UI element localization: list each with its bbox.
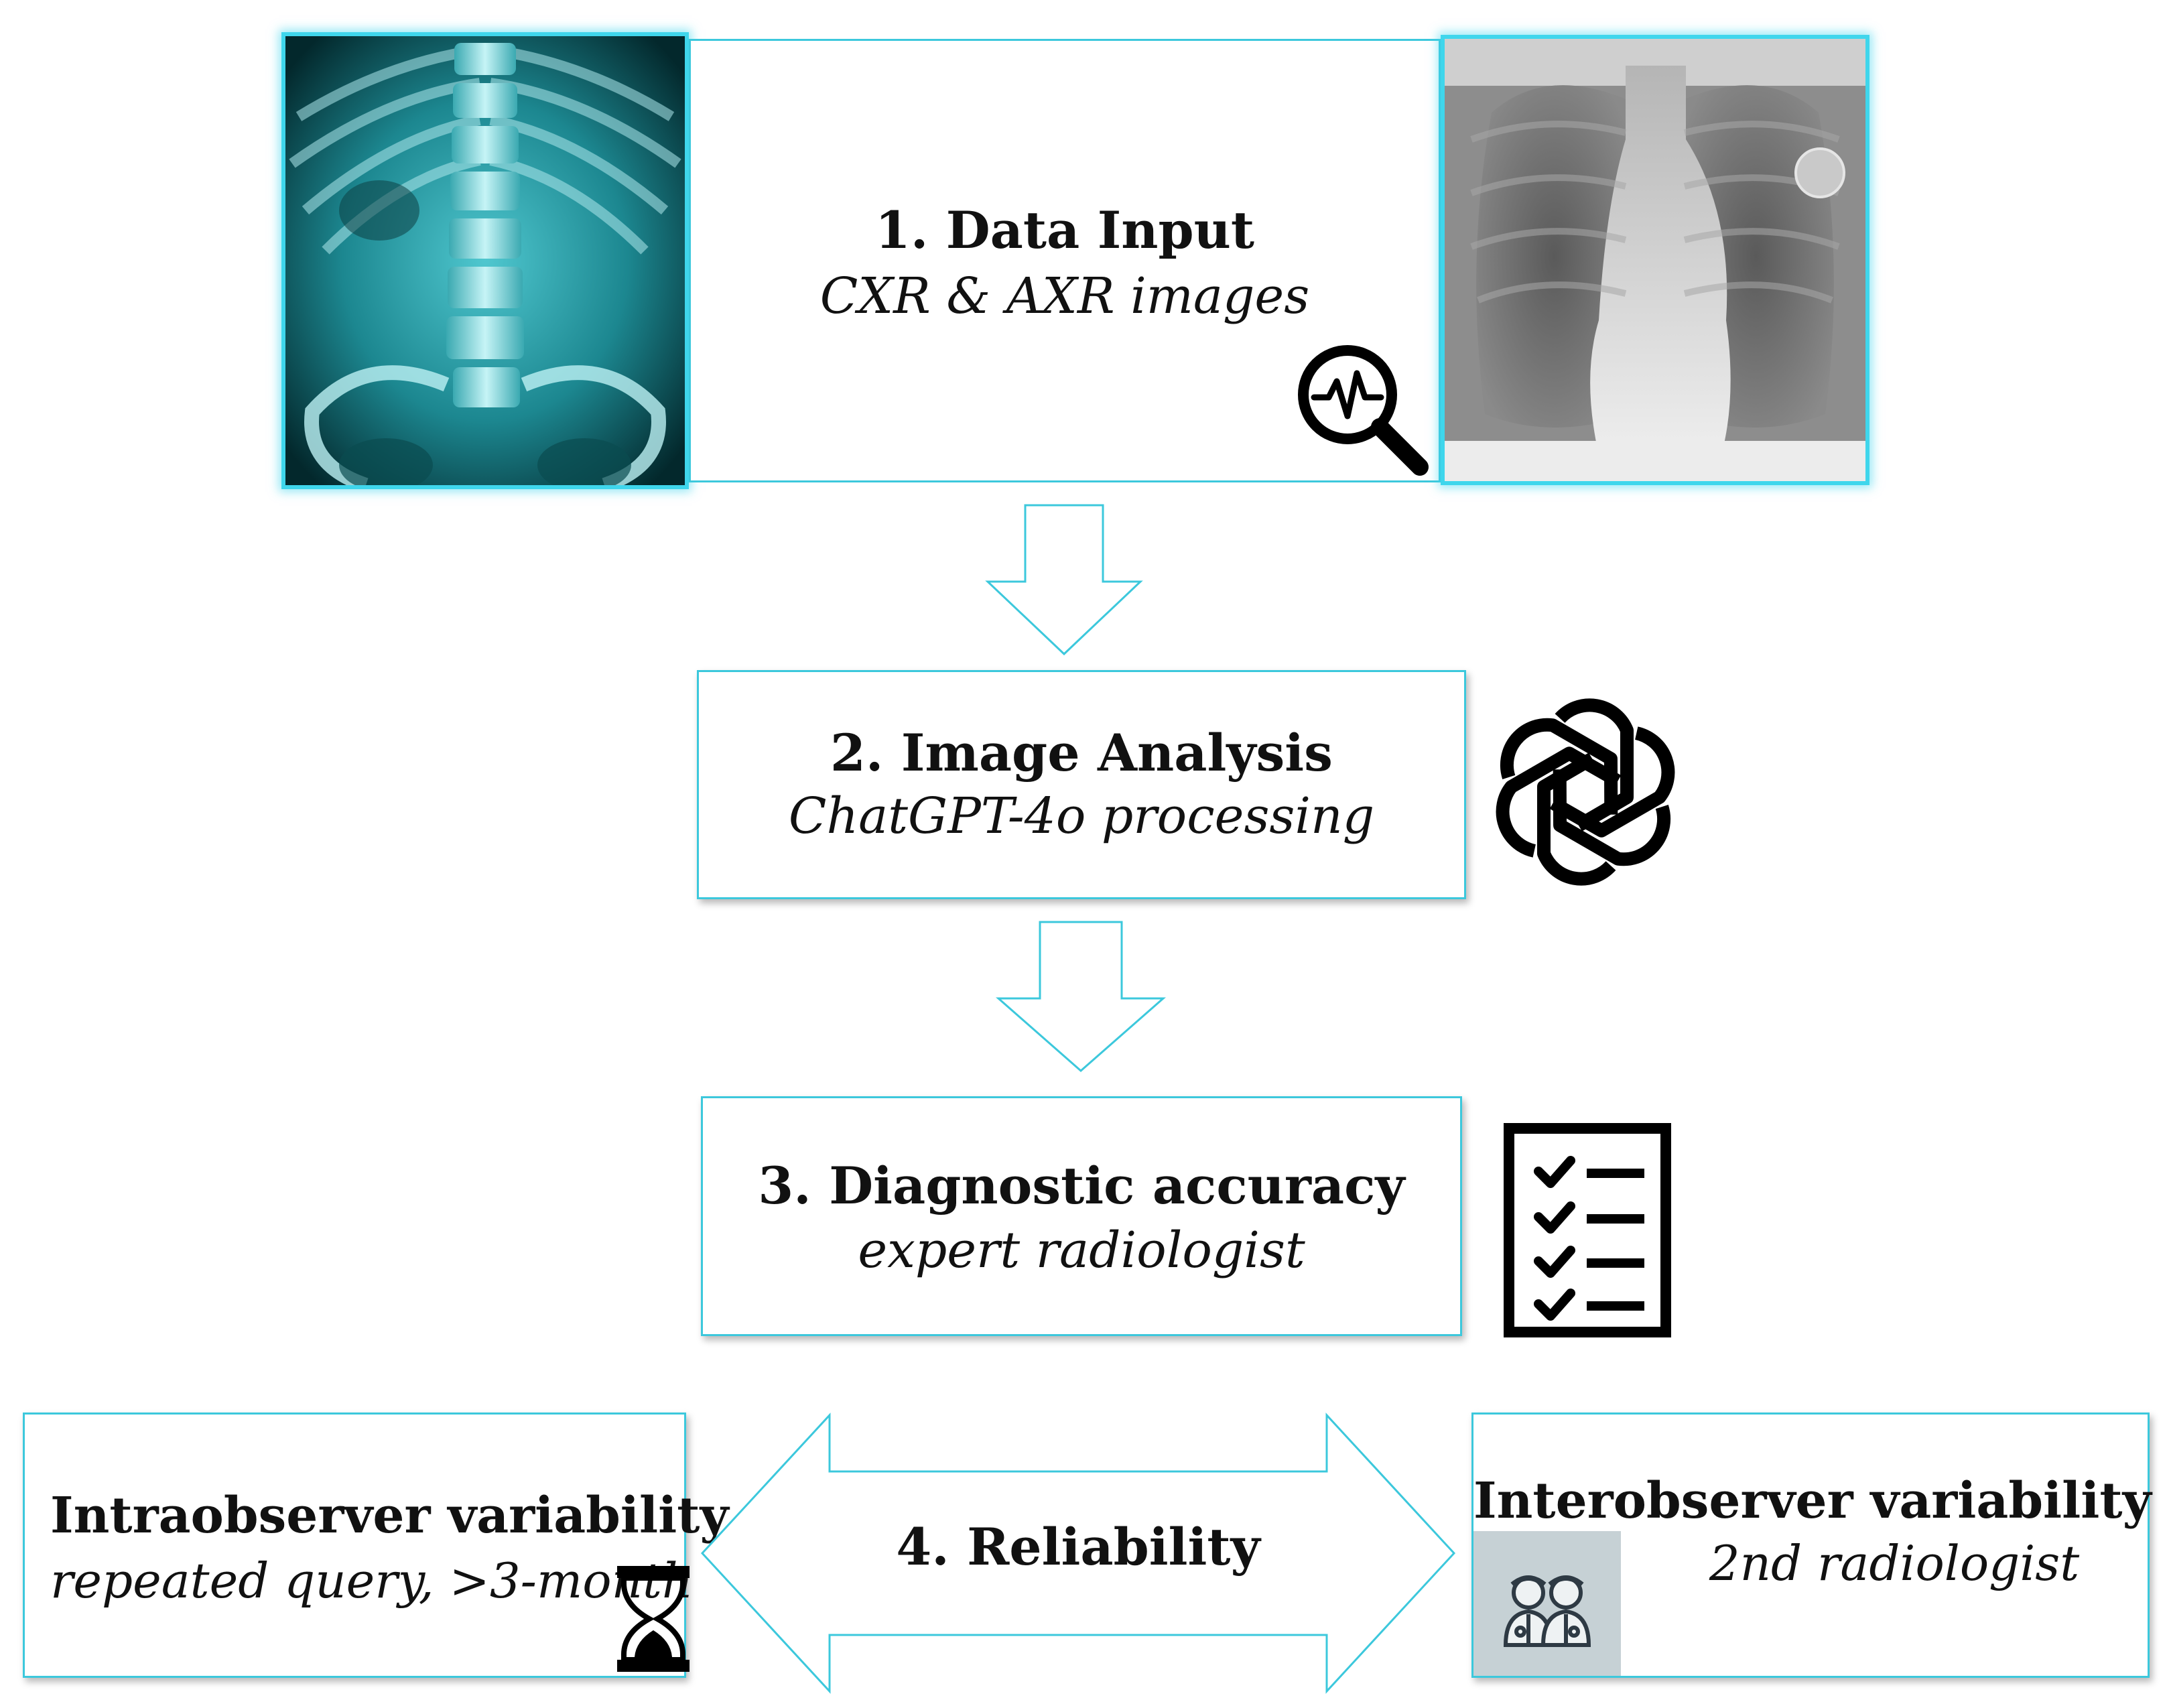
magnifier-pulse-icon xyxy=(1298,345,1429,476)
data-input-title: 1. Data Input xyxy=(874,200,1255,260)
data-input-box: 1. Data Input CXR & AXR images xyxy=(689,39,1441,482)
chest-xray-image xyxy=(1441,35,1869,485)
arrow-down-2 xyxy=(996,921,1166,1072)
intraobserver-subtitle: repeated query, >3-month xyxy=(50,1553,694,1609)
image-analysis-subtitle: ChatGPT-4o processing xyxy=(788,787,1375,845)
image-analysis-box: 2. Image Analysis ChatGPT-4o processing xyxy=(697,670,1466,899)
openai-logo-icon xyxy=(1496,698,1675,886)
diagnostic-accuracy-box: 3. Diagnostic accuracy expert radiologis… xyxy=(701,1096,1462,1336)
interobserver-box: Interobserver variability 2nd radiologis… xyxy=(1471,1413,2152,1678)
image-analysis-title: 2. Image Analysis xyxy=(830,723,1333,783)
diagnostic-accuracy-title: 3. Diagnostic accuracy xyxy=(758,1156,1405,1216)
arrow-down-1 xyxy=(985,504,1143,656)
reliability-label: 4. Reliability xyxy=(896,1517,1260,1577)
data-input-subtitle: CXR & AXR images xyxy=(819,267,1310,325)
interobserver-title: Interobserver variability xyxy=(1473,1472,2152,1530)
abdominal-xray-image xyxy=(281,32,689,489)
checklist-icon xyxy=(1504,1123,1671,1337)
hourglass-icon xyxy=(617,1566,690,1672)
radiologists-icon xyxy=(1473,1531,1621,1676)
double-arrow-reliability xyxy=(700,1413,1456,1694)
intraobserver-box: Intraobserver variability repeated query… xyxy=(23,1413,729,1678)
interobserver-subtitle: 2nd radiologist xyxy=(1709,1535,2080,1591)
intraobserver-title: Intraobserver variability xyxy=(50,1487,729,1545)
diagnostic-accuracy-subtitle: expert radiologist xyxy=(858,1222,1305,1279)
